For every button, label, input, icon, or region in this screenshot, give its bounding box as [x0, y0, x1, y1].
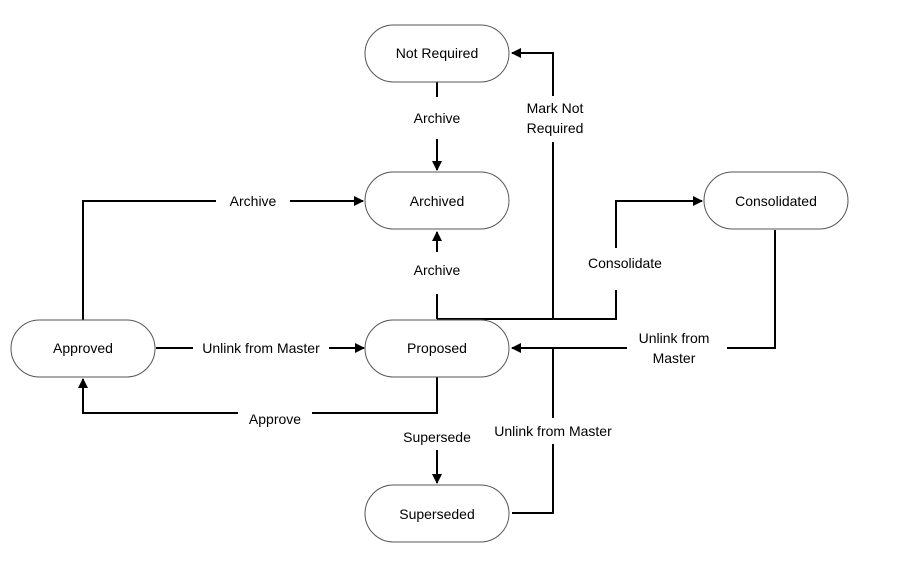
edge-approved-to-archived — [82, 196, 364, 320]
label-approved-archive: Archive — [216, 188, 290, 214]
label-unlink-superseded: Unlink from Master — [484, 418, 624, 444]
label-mark-not-required: Mark Not Required — [518, 96, 590, 142]
label-consolidate-text: Consolidate — [588, 255, 662, 271]
state-approved: Approved — [10, 319, 156, 378]
label-unlink-from-master-left: Unlink from Master — [193, 336, 329, 360]
edge-proposed-to-not-required — [437, 48, 554, 320]
state-not-required: Not Required — [364, 24, 510, 83]
label-unlink-consolidated-line2: Master — [653, 350, 696, 366]
label-approve-text: Approve — [249, 411, 301, 427]
label-not-required-archive: Archive — [400, 97, 474, 139]
label-supersede: Supersede — [394, 424, 480, 450]
label-unlink-consolidated-line1: Unlink from — [639, 330, 710, 346]
edge-consolidated-to-proposed — [511, 230, 776, 353]
state-approved-label: Approved — [53, 340, 113, 356]
state-superseded-label: Superseded — [399, 506, 475, 522]
label-mark-not-required-line1: Mark Not — [527, 100, 584, 116]
label-not-required-archive-text: Archive — [414, 110, 461, 126]
label-unlink-consolidated: Unlink from Master — [627, 326, 727, 370]
state-superseded: Superseded — [364, 484, 510, 543]
state-consolidated: Consolidated — [703, 171, 849, 230]
state-proposed: Proposed — [364, 319, 510, 378]
edge-superseded-to-proposed — [512, 348, 554, 514]
label-unlink-superseded-text: Unlink from Master — [494, 423, 612, 439]
label-mark-not-required-line2: Required — [527, 120, 584, 136]
label-supersede-text: Supersede — [403, 429, 471, 445]
state-archived: Archived — [364, 171, 510, 230]
state-consolidated-label: Consolidated — [735, 193, 817, 209]
label-unlink-from-master-left-text: Unlink from Master — [202, 340, 320, 356]
label-proposed-archive-text: Archive — [414, 262, 461, 278]
state-not-required-label: Not Required — [396, 45, 479, 61]
label-proposed-archive: Archive — [400, 252, 474, 294]
state-archived-label: Archived — [410, 193, 464, 209]
label-approved-archive-text: Archive — [230, 193, 277, 209]
label-consolidate: Consolidate — [580, 248, 668, 290]
state-proposed-label: Proposed — [407, 340, 467, 356]
label-approve: Approve — [238, 402, 312, 428]
